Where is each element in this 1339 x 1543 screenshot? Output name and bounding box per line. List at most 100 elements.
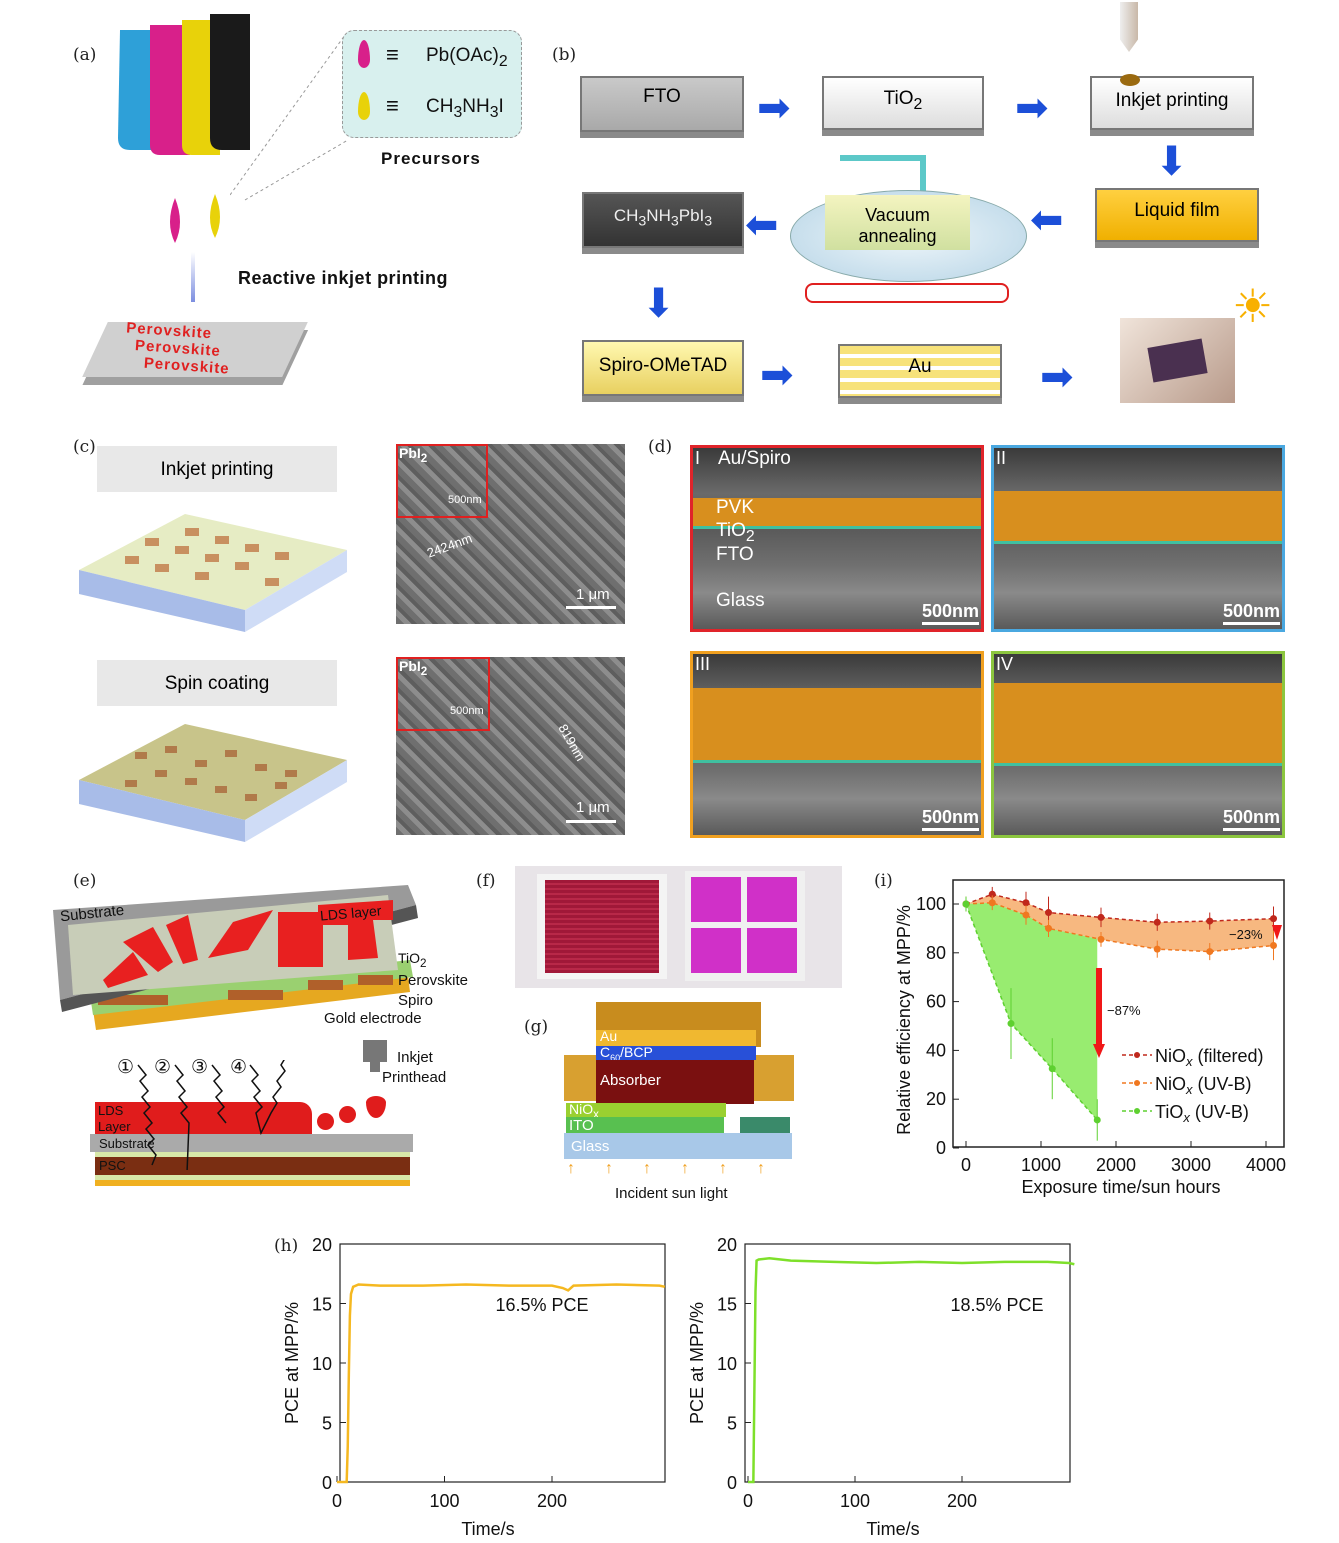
ink-droplets-icon <box>170 194 220 243</box>
layer-label: Glass <box>716 590 765 611</box>
y-axis-label: PCE at MPP/% <box>282 1302 302 1424</box>
inset-scale-label: 500nm <box>450 705 484 717</box>
y-axis-label: Relative efficiency at MPP/% <box>894 905 914 1135</box>
sun-icon: ☀ <box>1232 280 1274 332</box>
right-arrow-icon: ➡ <box>757 86 791 130</box>
x-tick-label: 4000 <box>1246 1155 1286 1175</box>
step-fto: FTO <box>580 76 744 132</box>
zoom-dashed-lines <box>230 34 349 201</box>
legend-rest: (UV-B) <box>1193 1074 1252 1094</box>
y-tick-label: 20 <box>312 1235 332 1255</box>
arrow-87 <box>1096 968 1102 1044</box>
equiv-icon: ≡ <box>386 42 399 67</box>
x-tick-label: 100 <box>840 1491 870 1511</box>
data-point <box>1206 948 1214 956</box>
scale-bar-label: 500nm <box>1222 807 1280 831</box>
step-inkjet-printing: Inkjet printing <box>1090 76 1254 130</box>
band-filtered-vs-uvb <box>966 894 1274 952</box>
panel-label-i: (i) <box>874 871 893 891</box>
panel-label-a: (a) <box>73 45 97 65</box>
device-photo <box>1120 318 1235 403</box>
printhead-label: Printhead <box>382 1069 447 1086</box>
pbi2-label: PbI2 <box>399 658 428 678</box>
ito-label: ITO <box>569 1117 594 1134</box>
photon-path-4: ④ <box>230 1057 248 1078</box>
perovskite-layer <box>693 498 981 529</box>
psc-text: PSC <box>99 1158 126 1173</box>
annotation-23: −23% <box>1229 927 1263 942</box>
layer-label: PVK <box>716 497 755 518</box>
legend-sub: x <box>1185 1054 1193 1069</box>
ito-layer-right <box>740 1117 790 1133</box>
photon-path-2: ② <box>154 1057 172 1078</box>
y-tick-label: 20 <box>926 1089 946 1109</box>
quadrant-label: II <box>996 448 1007 468</box>
step-spiro: Spiro-OMeTAD <box>582 340 744 396</box>
down-arrow-icon <box>191 252 195 302</box>
x-tick-label: 200 <box>537 1491 567 1511</box>
perovskite-layer <box>994 491 1282 544</box>
pce-trace <box>337 1283 666 1484</box>
data-point <box>1022 911 1030 919</box>
y-tick-label: 80 <box>926 943 946 963</box>
psc-block <box>95 1157 410 1175</box>
layer <box>95 1175 410 1180</box>
heater-coil <box>805 283 1009 303</box>
y-tick-label: 10 <box>717 1354 737 1374</box>
data-point <box>1153 918 1161 926</box>
ink-drop-icon <box>1120 74 1140 86</box>
right-arrow-icon: ➡ <box>1040 355 1074 399</box>
legend-sub: x <box>1182 1110 1190 1125</box>
c60-bcp-layer <box>596 1046 756 1060</box>
data-point <box>1007 1020 1015 1028</box>
gold-layer <box>95 1180 410 1186</box>
x-tick-label: 3000 <box>1171 1155 1211 1175</box>
au-layer <box>596 1030 756 1046</box>
photon-path-1: ① <box>117 1057 135 1078</box>
data-point <box>962 900 970 908</box>
y-tick-label: 0 <box>727 1473 737 1493</box>
y-tick-label: 0 <box>936 1138 946 1158</box>
scale-bar <box>566 606 616 609</box>
sem-inset-pbi2-spin <box>396 657 490 731</box>
layer-label: TiO2 <box>716 520 755 545</box>
step-mapbi3: CH3NH3PbI3 <box>582 192 744 248</box>
x-tick-label: 1000 <box>1021 1155 1061 1175</box>
photon-path-3: ③ <box>191 1057 209 1078</box>
inset-scale-label: 500nm <box>448 494 482 506</box>
panel-label-f: (f) <box>476 871 496 891</box>
data-point <box>1093 1116 1101 1124</box>
y-tick-label: 100 <box>916 894 946 914</box>
x-tick-label: 0 <box>961 1155 971 1175</box>
y-tick-label: 5 <box>322 1414 332 1434</box>
y-tick-label: 0 <box>322 1473 332 1493</box>
scale-bar-label: 1 μm <box>576 799 610 816</box>
y-tick-label: 10 <box>312 1354 332 1374</box>
inkjet-label: Inkjet <box>397 1049 433 1066</box>
data-point <box>1048 1065 1056 1073</box>
legend-marker <box>1134 1052 1140 1058</box>
tio2-label: TiO2 <box>398 950 427 970</box>
precursor-pb: Pb(OAc)2 <box>426 45 508 70</box>
y-axis-label: PCE at MPP/% <box>687 1302 707 1424</box>
step-tio2: TiO2 <box>822 76 984 130</box>
legend-text: NiO <box>1155 1074 1186 1094</box>
legend-label: NiOx (filtered) <box>1155 1046 1264 1069</box>
data-point <box>988 890 996 898</box>
spin-film-illustration <box>79 724 347 842</box>
sem-inset-pbi2-inkjet <box>396 444 488 518</box>
absorber-layer <box>596 1060 754 1104</box>
quadrant-label: IV <box>996 654 1014 674</box>
inkjet-printing-header: Inkjet printing <box>97 446 337 492</box>
ink-droplet <box>339 1106 356 1123</box>
data-point <box>1206 917 1214 925</box>
y-tick-label: 40 <box>926 1040 946 1060</box>
scale-bar-label: 500nm <box>921 807 979 831</box>
precursors-label: Precursors <box>381 149 481 168</box>
y-tick-label: 60 <box>926 992 946 1012</box>
incident-light-label: Incident sun light <box>615 1185 728 1202</box>
